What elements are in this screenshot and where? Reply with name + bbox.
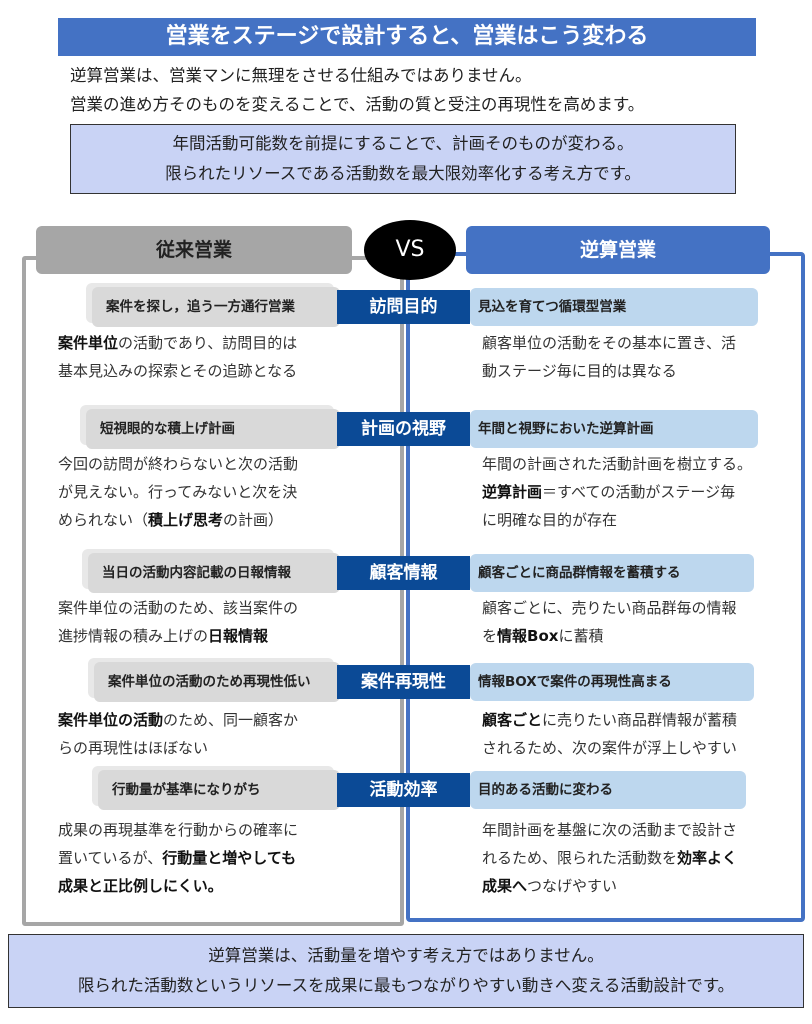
description-line: らの再現性はほぼない <box>58 734 298 762</box>
description-line: 顧客ごとに売りたい商品群情報が蓄積 <box>482 706 737 734</box>
description-line: 年間の計画された活動計画を樹立する。 <box>482 450 752 478</box>
right-row-description: 顧客ごとに、売りたい商品群毎の情報を情報Boxに蓄積 <box>482 594 737 650</box>
description-line: 基本見込みの探索とその追跡となる <box>58 357 297 385</box>
description-line: 顧客ごとに、売りたい商品群毎の情報 <box>482 594 737 622</box>
description-line: 今回の訪問が終わらないと次の活動 <box>58 450 298 478</box>
emphasis-text: 日報情報 <box>208 627 269 645</box>
description-text: 年間の計画された活動計画を樹立する。 <box>482 455 753 473</box>
description-line: に明確な目的が存在 <box>482 506 752 534</box>
right-row-title: 見込を育てつ循環型営業 <box>470 288 758 326</box>
description-line: 成果と正比例しにくい。 <box>58 872 298 900</box>
emphasis-text: 成果と正比例しにくい。 <box>58 877 223 895</box>
description-line: れるため、限られた活動数を効率よく <box>482 844 737 872</box>
description-line: 逆算計画＝すべての活動がステージ毎 <box>482 478 752 506</box>
right-row-description: 年間の計画された活動計画を樹立する。逆算計画＝すべての活動がステージ毎に明確な目… <box>482 450 752 534</box>
right-row-title: 目的ある活動に変わる <box>470 771 746 809</box>
description-text: らの再現性はほぼない <box>58 739 209 757</box>
description-text: 基本見込みの探索とその追跡となる <box>58 362 298 380</box>
right-row-description: 年間計画を基盤に次の活動まで設計されるため、限られた活動数を効率よく成果へつなげ… <box>482 816 737 900</box>
description-text: 案件単位の活動のため、該当案件の <box>58 599 299 617</box>
callout-box: 年間活動可能数を前提にすることで、計画そのものが変わる。 限られたリソースである… <box>70 124 736 194</box>
description-text: 成果の再現基準を行動からの確率に <box>58 821 299 839</box>
row-category-label: 訪問目的 <box>337 290 470 324</box>
description-line: 動ステージ毎に目的は異なる <box>482 357 736 385</box>
description-line: 案件単位の活動のため、同一顧客か <box>58 706 298 734</box>
right-row-title: 情報BOXで案件の再現性高まる <box>470 663 754 701</box>
description-line: 置いているが、行動量と増やしても <box>58 844 298 872</box>
footer-line-2: 限られた活動数というリソースを成果に最もつながりやすい動きへ変える活動設計です。 <box>77 976 735 995</box>
description-line: 成果へつなげやすい <box>482 872 737 900</box>
description-text: 顧客単位の活動をその基本に置き、活 <box>482 334 736 352</box>
page-title: 営業をステージで設計すると、営業はこう変わる <box>58 18 756 56</box>
description-text: 動ステージ毎に目的は異なる <box>482 362 677 380</box>
left-row-description: 成果の再現基準を行動からの確率に置いているが、行動量と増やしても成果と正比例しに… <box>58 816 298 900</box>
left-row-title: 当日の活動内容記載の日報情報 <box>88 553 340 593</box>
description-text: されるため、次の案件が浮上しやすい <box>482 739 737 757</box>
description-line: 成果の再現基準を行動からの確率に <box>58 816 298 844</box>
emphasis-text: 効率よく <box>677 849 738 867</box>
description-line: を情報Boxに蓄積 <box>482 622 737 650</box>
right-row-description: 顧客ごとに売りたい商品群情報が蓄積されるため、次の案件が浮上しやすい <box>482 706 737 762</box>
description-text: の計画） <box>223 511 284 529</box>
left-row-description: 案件単位の活動であり、訪問目的は基本見込みの探索とその追跡となる <box>58 329 297 385</box>
description-text: 置いているが、 <box>58 849 163 867</box>
row-category-label: 計画の視野 <box>337 412 470 446</box>
intro-line-1: 逆算営業は、営業マンに無理をさせる仕組みではありません。 <box>70 66 532 85</box>
left-row-title: 行動量が基準になりがち <box>98 770 340 810</box>
description-line: 案件単位の活動のため、該当案件の <box>58 594 298 622</box>
row-category-label: 活動効率 <box>337 773 470 807</box>
description-line: められない（積上げ思考の計画） <box>58 506 298 534</box>
description-text: ＝すべての活動がステージ毎 <box>542 483 736 501</box>
description-text: に売りたい商品群情報が蓄積 <box>542 711 738 729</box>
description-text: の活動であり、訪問目的は <box>118 334 298 352</box>
left-row-title: 案件単位の活動のため再現性低い <box>94 662 340 702</box>
emphasis-text: 行動量と増やしても <box>162 849 297 867</box>
description-text: を <box>482 627 498 645</box>
right-row-title: 顧客ごとに商品群情報を蓄積する <box>470 554 754 592</box>
description-text: に明確な目的が存在 <box>482 511 618 529</box>
callout-line-1: 年間活動可能数を前提にすることで、計画そのものが変わる。 <box>172 134 634 153</box>
description-text: 進捗情報の積み上げの <box>58 627 209 645</box>
description-line: が見えない。行ってみないと次を決 <box>58 478 298 506</box>
emphasis-text: 情報Box <box>497 627 559 645</box>
description-text: が見えない。行ってみないと次を決 <box>58 483 298 501</box>
emphasis-text: 成果へ <box>482 877 528 895</box>
left-row-description: 案件単位の活動のため、該当案件の進捗情報の積み上げの日報情報 <box>58 594 298 650</box>
emphasis-text: 積上げ思考 <box>148 511 224 529</box>
left-row-description: 今回の訪問が終わらないと次の活動が見えない。行ってみないと次を決められない（積上… <box>58 450 298 534</box>
description-line: 案件単位の活動であり、訪問目的は <box>58 329 297 357</box>
emphasis-text: 逆算計画 <box>482 483 543 501</box>
description-line: されるため、次の案件が浮上しやすい <box>482 734 737 762</box>
emphasis-text: 案件単位 <box>58 334 119 352</box>
description-text: つなげやすい <box>527 877 618 895</box>
intro-line-2: 営業の進め方そのものを変えることで、活動の質と受注の再現性を高めます。 <box>70 95 645 114</box>
callout-line-2: 限られたリソースである活動数を最大限効率化する考え方です。 <box>165 164 641 183</box>
vs-badge: VS <box>364 220 456 280</box>
description-text: に蓄積 <box>558 627 604 645</box>
right-row-description: 顧客単位の活動をその基本に置き、活動ステージ毎に目的は異なる <box>482 329 736 385</box>
description-line: 年間計画を基盤に次の活動まで設計さ <box>482 816 737 844</box>
right-row-title: 年間と視野においた逆算計画 <box>470 410 758 448</box>
reverse-sales-header: 逆算営業 <box>466 226 770 274</box>
description-text: 顧客ごとに、売りたい商品群毎の情報 <box>482 599 737 617</box>
row-category-label: 案件再現性 <box>337 665 470 699</box>
footer-box: 逆算営業は、活動量を増やす考え方ではありません。 限られた活動数というリソースを… <box>8 934 804 1008</box>
description-text: められない（ <box>58 511 149 529</box>
emphasis-text: 案件単位の活動 <box>58 711 164 729</box>
description-line: 進捗情報の積み上げの日報情報 <box>58 622 298 650</box>
emphasis-text: 顧客ごと <box>482 711 543 729</box>
description-text: 今回の訪問が終わらないと次の活動 <box>58 455 299 473</box>
left-row-title: 短視眼的な積上げ計画 <box>86 409 340 449</box>
left-row-description: 案件単位の活動のため、同一顧客からの再現性はほぼない <box>58 706 298 762</box>
description-text: のため、同一顧客か <box>163 711 299 729</box>
description-text: れるため、限られた活動数を <box>482 849 678 867</box>
description-line: 顧客単位の活動をその基本に置き、活 <box>482 329 736 357</box>
left-row-title: 案件を探し，追う一方通行営業 <box>92 287 340 327</box>
row-category-label: 顧客情報 <box>337 556 470 590</box>
description-text: 年間計画を基盤に次の活動まで設計さ <box>482 821 738 839</box>
footer-line-1: 逆算営業は、活動量を増やす考え方ではありません。 <box>208 946 604 965</box>
traditional-sales-header: 従来営業 <box>36 226 352 274</box>
